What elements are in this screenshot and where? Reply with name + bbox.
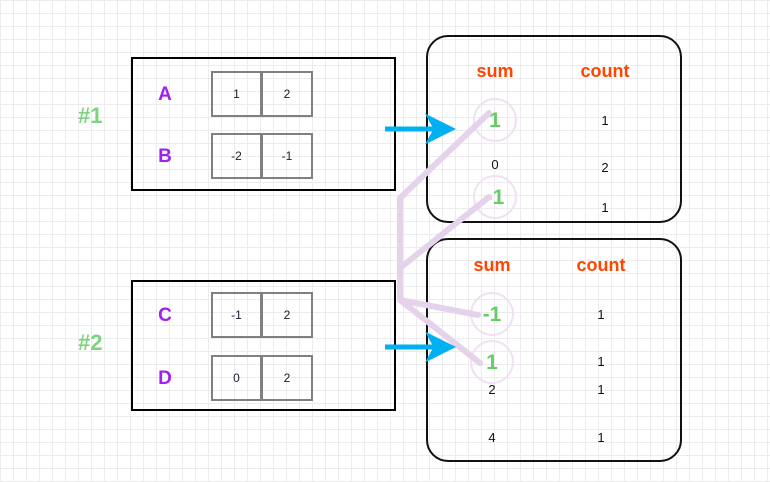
cell-d-0: 0 <box>211 355 262 401</box>
table2-row3-count: 1 <box>597 430 605 445</box>
table2-row3-sum: 4 <box>488 430 496 445</box>
table1-row0-count: 1 <box>601 113 609 128</box>
row-label-d: D <box>158 367 172 389</box>
table2-row2-count: 1 <box>597 382 605 397</box>
row-d-cells: 0 2 <box>211 355 313 401</box>
matrix-row-a: A 1 2 <box>145 71 313 117</box>
group-label-2: #2 <box>78 330 103 355</box>
row-label-b: B <box>158 145 172 167</box>
cell-d-1: 2 <box>262 355 313 401</box>
table1-row0-sum: 1 <box>489 109 501 132</box>
cell-a-1: 2 <box>262 71 313 117</box>
table1-row1-sum: 0 <box>491 157 499 172</box>
cell-c-1: 2 <box>262 292 313 338</box>
row-a-cells: 1 2 <box>211 71 313 117</box>
row-c-cells: -1 2 <box>211 292 313 338</box>
table1-row2-count: 1 <box>601 200 609 215</box>
table2-row0-count: 1 <box>597 307 605 322</box>
table2-row0-sum: -1 <box>482 303 502 326</box>
cell-c-0: -1 <box>211 292 262 338</box>
table2-row1-sum: 1 <box>486 351 498 374</box>
table2-header-count: count <box>576 255 626 275</box>
cell-b-1: -1 <box>262 133 313 179</box>
row-label-c: C <box>158 304 172 326</box>
table1-row2-sum: -1 <box>485 186 505 209</box>
table1-header-count: count <box>580 61 630 81</box>
cell-b-0: -2 <box>211 133 262 179</box>
table2-row1-count: 1 <box>597 354 605 369</box>
group-block-2: C -1 2 D 0 2 <box>131 280 396 411</box>
matrix-row-c: C -1 2 <box>145 292 313 338</box>
matrix-row-b: B -2 -1 <box>145 133 313 179</box>
table1-header-sum: sum <box>476 61 514 81</box>
matrix-row-d: D 0 2 <box>145 355 313 401</box>
table1-row1-count: 2 <box>601 160 609 175</box>
row-b-cells: -2 -1 <box>211 133 313 179</box>
cell-a-0: 1 <box>211 71 262 117</box>
row-label-a: A <box>158 83 172 105</box>
table2-header-sum: sum <box>473 255 511 275</box>
group-block-1: A 1 2 B -2 -1 <box>131 57 396 191</box>
group-label-1: #1 <box>78 103 103 128</box>
table2-row2-sum: 2 <box>488 382 496 397</box>
